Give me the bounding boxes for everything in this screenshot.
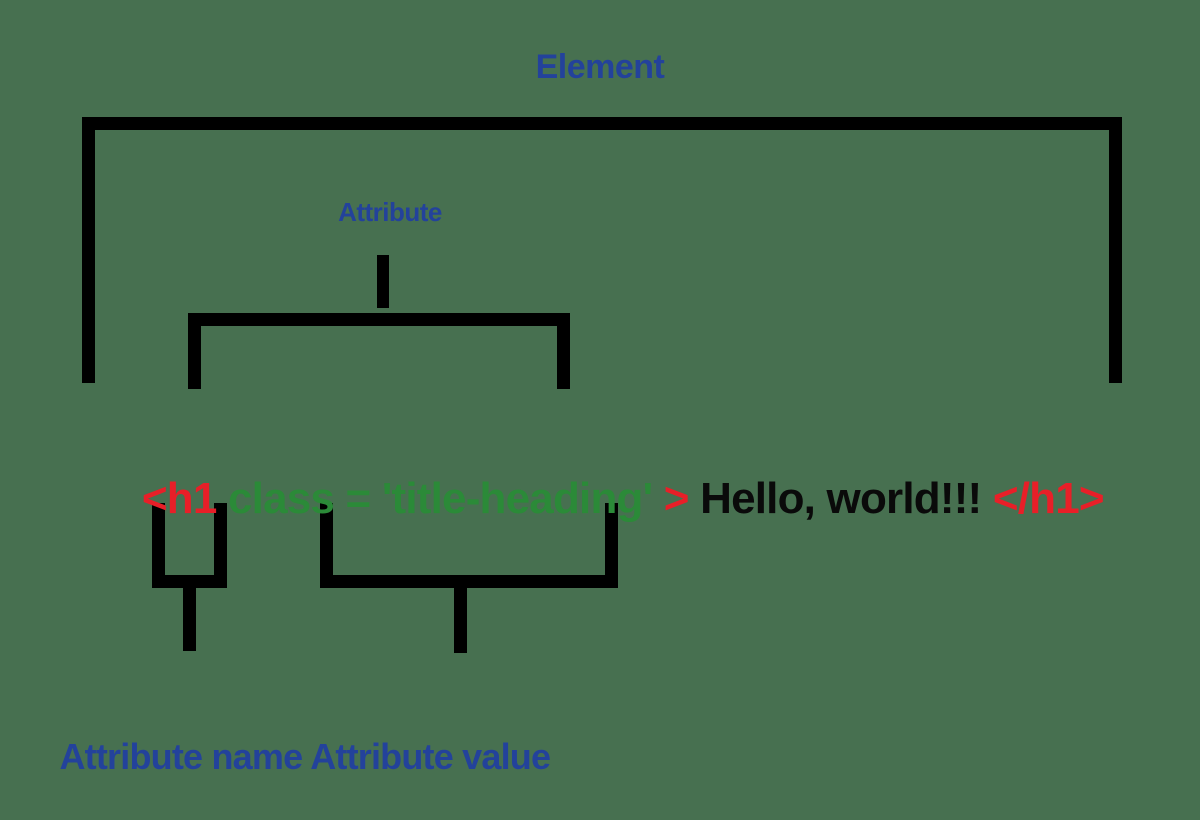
code-space-2 — [652, 474, 663, 523]
diagram-canvas: Element Attribute <h1 class = 'title-hea… — [0, 48, 1200, 777]
attribute-name-label: Attribute name — [59, 736, 303, 777]
element-bracket — [82, 117, 1122, 383]
tag-close-bracket-token: > — [663, 474, 690, 523]
code-line: <h1 class = 'title-heading' > Hello, wor… — [0, 424, 1200, 574]
bottom-labels: Attribute name Attribute value — [24, 694, 551, 820]
bracket-lines-group — [82, 117, 1122, 653]
code-space-4 — [981, 474, 992, 523]
attribute-stem — [377, 255, 389, 308]
code-space-3 — [689, 474, 700, 523]
open-tag-token: <h1 — [141, 474, 217, 523]
attribute-label: Attribute — [338, 197, 442, 227]
code-space-1 — [217, 474, 228, 523]
close-tag-token: </h1> — [992, 474, 1105, 523]
attribute-token: class = 'title-heading' — [227, 474, 653, 523]
element-label: Element — [535, 48, 665, 86]
attribute-bracket — [188, 313, 570, 389]
attribute-value-label: Attribute value — [310, 736, 551, 777]
bottom-label-spacer — [302, 736, 310, 777]
text-content-token: Hello, world!!! — [700, 474, 982, 523]
